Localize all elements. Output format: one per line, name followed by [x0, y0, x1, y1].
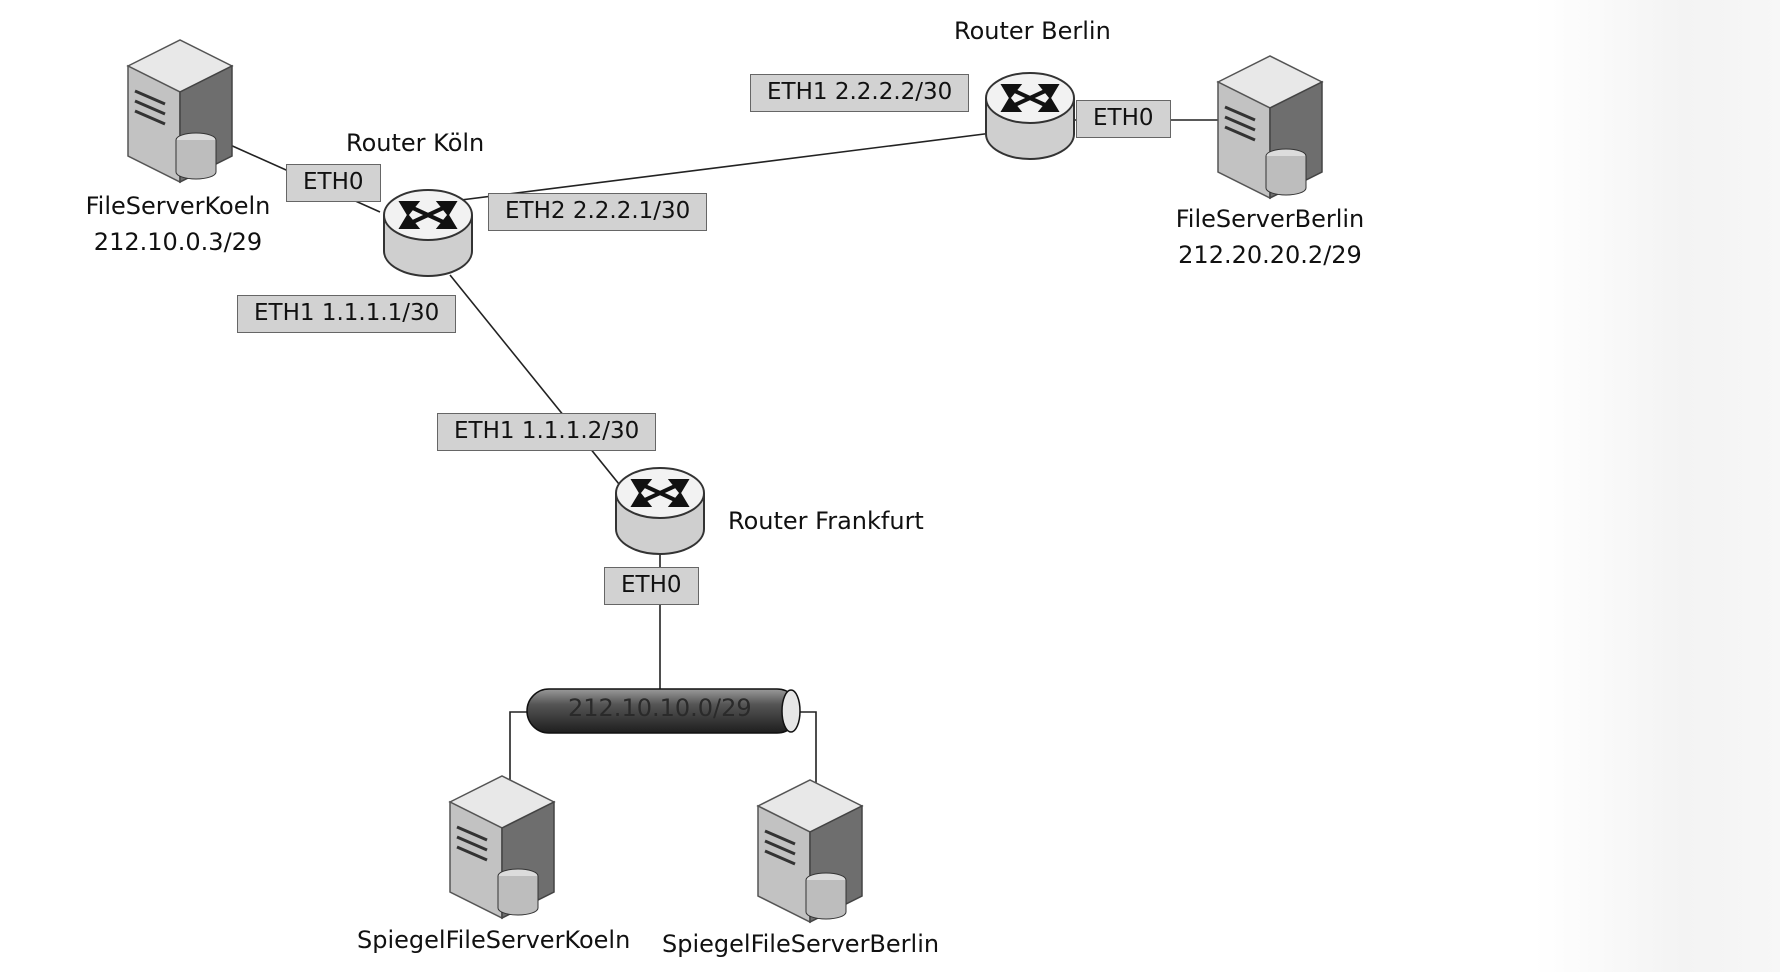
link-routerkoeln-routerberlin — [444, 130, 1009, 203]
port-koeln-eth2: ETH2 2.2.2.1/30 — [488, 193, 708, 231]
port-frankfurt-eth0: ETH0 — [604, 567, 699, 605]
lan-bus-icon — [526, 688, 801, 734]
router-koeln-label: Router Köln — [346, 129, 485, 157]
port-berlin-eth0: ETH0 — [1076, 100, 1171, 138]
port-koeln-eth0: ETH0 — [286, 164, 381, 202]
link-routerkoeln-routerfrankfurt — [449, 274, 641, 511]
mirror-fileserver-berlin-icon — [756, 779, 864, 924]
scan-margin — [1535, 0, 1780, 972]
mirror-fileserver-koeln-icon — [448, 775, 556, 920]
fileserver-koeln-label: FileServerKoeln — [85, 192, 271, 220]
fileserver-koeln-ip: 212.10.0.3/29 — [93, 228, 263, 256]
fileserver-berlin-ip: 212.20.20.2/29 — [1178, 241, 1362, 269]
link-lan-mirrorberlin — [800, 711, 817, 795]
router-frankfurt-icon — [615, 467, 705, 555]
port-berlin-eth1: ETH1 2.2.2.2/30 — [750, 74, 970, 112]
fileserver-koeln-icon — [126, 39, 234, 184]
lan-subnet-label: 212.10.10.0/29 — [568, 694, 752, 722]
fileserver-berlin-label: FileServerBerlin — [1175, 205, 1365, 233]
mirror-fileserver-koeln-label: SpiegelFileServerKoeln — [357, 926, 631, 954]
router-berlin-icon — [985, 72, 1075, 160]
port-koeln-eth1: ETH1 1.1.1.1/30 — [237, 295, 457, 333]
mirror-fileserver-berlin-label: SpiegelFileServerBerlin — [662, 930, 940, 958]
router-frankfurt-label: Router Frankfurt — [728, 507, 924, 535]
router-berlin-label: Router Berlin — [954, 17, 1111, 45]
link-lan-mirrorkoeln — [509, 711, 528, 790]
router-koeln-icon — [383, 189, 473, 277]
fileserver-berlin-icon — [1216, 55, 1324, 200]
port-frankfurt-eth1: ETH1 1.1.1.2/30 — [437, 413, 657, 451]
